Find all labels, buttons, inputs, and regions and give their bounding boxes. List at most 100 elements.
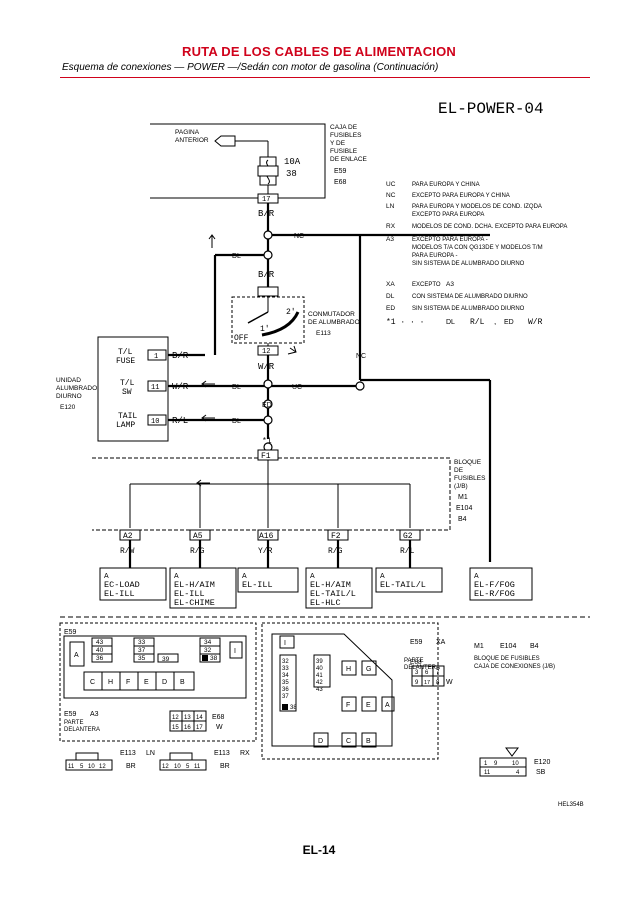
tag-ed: ED [262, 402, 272, 409]
daytime-unit-label: DIURNO [56, 393, 82, 400]
fuse-cell: C [90, 679, 95, 686]
title-divider [60, 77, 590, 78]
legend-code: DL [446, 319, 455, 326]
connector-tag: M1 [458, 494, 468, 501]
connector-pin: 5 [186, 764, 190, 770]
fuse-box-label: FUSIBLES [330, 132, 362, 139]
fuse-box-label: FUSIBLE [330, 148, 358, 155]
legend-text: EXCEPTO PARA EUROPA Y CHINA [412, 193, 510, 199]
fuse-cell: F [346, 702, 350, 709]
fuse-box-label: CAJA DE [330, 124, 358, 131]
connector-pin: 13 [184, 715, 191, 721]
fuse-cell: I [234, 648, 236, 655]
jb-terminal: A5 [193, 532, 203, 541]
diagram-id: EL-POWER-04 [438, 100, 544, 118]
connector-frame-mid [261, 622, 439, 760]
connector-pin: 4 [516, 770, 520, 776]
dest-label: EL-ILL [174, 589, 205, 599]
fuse-cell: I [284, 640, 286, 647]
ref-mark: A [174, 573, 179, 580]
fuse-block-1 [63, 635, 247, 699]
connector-pin: 17 [424, 680, 430, 686]
unit-pin: 1 [154, 353, 158, 361]
ref-mark: A [380, 573, 385, 580]
star-note: , [494, 317, 496, 326]
fuse-cell: 40 [96, 647, 104, 654]
dest-label: EL-CHIME [174, 598, 215, 608]
unit-terminal-name: TAIL [118, 412, 137, 421]
connector-tag: E104 [456, 505, 472, 512]
dest-label: EL-R/FOG [474, 589, 515, 599]
connector-tag: E59 [410, 639, 423, 646]
connector-color: BR [220, 763, 230, 770]
legend-text: CON SISTEMA DE ALUMBRADO DIURNO [412, 294, 528, 300]
daytime-unit-frame [97, 336, 169, 442]
page-subtitle: Esquema de conexiones — POWER —/Sedán co… [62, 62, 439, 73]
connector-pin: 10 [174, 764, 181, 770]
wire-color: R/L [172, 416, 188, 426]
dest-box [305, 567, 373, 609]
connector-tag: E59 [64, 629, 77, 636]
fuse-box-label: Y DE [330, 140, 346, 147]
dest-label: EL-H/AIM [310, 580, 351, 590]
connector-pin: 5 [80, 764, 84, 770]
front-label: DELANTERA [64, 727, 100, 733]
connector-pin: 12 [99, 764, 106, 770]
connector-tag: E59 [334, 168, 347, 175]
fuse-cell: 32 [204, 647, 212, 654]
connector-tag: E68 [212, 714, 225, 721]
legend-code: NC [386, 192, 396, 199]
unit-pin: 10 [151, 418, 159, 426]
connector-frame-left [59, 622, 257, 742]
fuse-cell: A [385, 702, 390, 709]
legend-code: A3 [386, 236, 394, 243]
terminal-label: 12 [262, 348, 270, 356]
fuse-cell: 36 [282, 687, 289, 693]
connector-pin: 11 [484, 770, 491, 776]
legend-text: EXCEPTO PARA EUROPA [412, 212, 484, 218]
junction-block-frame [92, 457, 451, 531]
wire-color: B/R [172, 351, 189, 361]
fuse-cell: 39 [162, 656, 170, 663]
legend-code: A3 [90, 711, 99, 718]
switch-pos-1: 1ʹ [260, 325, 270, 334]
connector-tag: E68 [334, 179, 347, 186]
fuse-cell: 41 [316, 673, 323, 679]
terminal-label: F1 [261, 452, 271, 461]
jb-legend-text: CAJA DE CONEXIONES (J/B) [474, 664, 555, 670]
connector-pin: 1 [484, 761, 488, 767]
legend-code: ED [386, 305, 395, 312]
page-title: RUTA DE LOS CABLES DE ALIMENTACION [181, 44, 457, 59]
legend-code: XA [436, 639, 446, 646]
unit-terminal-name: LAMP [116, 421, 135, 430]
fuse-cell: H [108, 679, 113, 686]
legend-code: ED [504, 319, 514, 326]
legend-code: LN [386, 203, 395, 210]
dest-label: EL-TAIL/L [380, 580, 426, 590]
ref-mark: A [310, 573, 315, 580]
fuse-cell: C [346, 738, 351, 745]
fuse-cell: 38 [210, 655, 218, 662]
fuse-cell: G [366, 666, 371, 673]
legend-text: SIN SISTEMA DE ALUMBRADO DIURNO [412, 261, 525, 267]
dest-label: EC-LOAD [104, 580, 140, 590]
fuse-cell: 33 [138, 639, 146, 646]
legend-code: DL [386, 293, 395, 300]
wire-color: Y/R [258, 547, 273, 556]
dest-box [99, 567, 167, 601]
legend-text: PARA EUROPA Y MODELOS DE COND. IZQDA [412, 204, 542, 210]
fuse-box-frame [150, 123, 326, 199]
connector-pin: 12 [172, 715, 179, 721]
wire-color: W/R [528, 318, 543, 327]
fuse-cell: 42 [316, 680, 323, 686]
wire-color: R/G [190, 547, 205, 556]
fuse-cell: 43 [96, 639, 104, 646]
wire-color: B/R [258, 209, 275, 219]
fuse-block-2 [271, 633, 393, 747]
connector-color: W [446, 679, 453, 686]
connector-pin: 8 [436, 680, 440, 686]
fuse-cell: 33 [282, 666, 289, 672]
connector-pin: 11 [68, 764, 75, 770]
connector-pin: 7 [436, 670, 440, 676]
jb-label: (J/B) [454, 483, 468, 490]
